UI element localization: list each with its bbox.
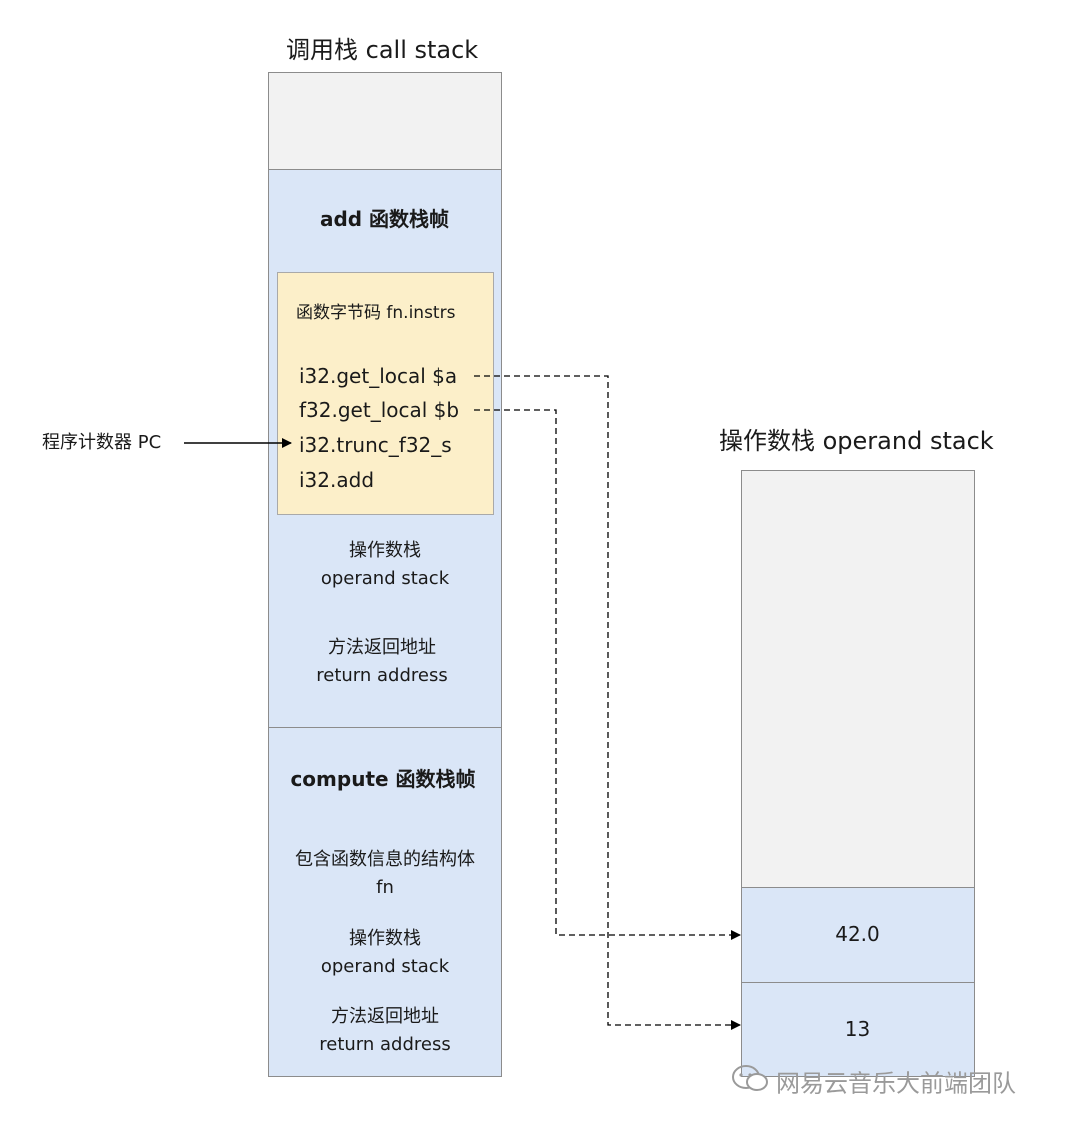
- operand-value-2: 13: [844, 1017, 871, 1041]
- call-stack-empty-area: [268, 72, 502, 170]
- program-counter-label: 程序计数器 PC: [42, 432, 162, 453]
- chat-bubble-icon: [730, 1063, 770, 1099]
- watermark-text: 网易云音乐大前端团队: [776, 1069, 1016, 1098]
- compute-operand-stack-label: 操作数栈 operand stack: [320, 928, 450, 977]
- operand-value-1: 42.0: [835, 922, 880, 946]
- call-stack-title: 调用栈 call stack: [286, 36, 479, 64]
- bytecode-box: 函数字节码 fn.instrs i32.get_local $a f32.get…: [277, 272, 494, 515]
- arrow-get-local-b-to-42: [474, 409, 741, 940]
- add-operand-stack-label: 操作数栈 operand stack: [320, 540, 450, 589]
- add-return-address-label: 方法返回地址 return address: [316, 637, 448, 686]
- instruction-1: i32.get_local $a: [299, 364, 458, 388]
- watermark: 网易云音乐大前端团队: [730, 1063, 1016, 1099]
- fn-struct-label: 包含函数信息的结构体 fn: [295, 849, 475, 898]
- operand-stack-slot-2: 13: [741, 982, 975, 1077]
- arrow-get-local-a-to-13: [474, 375, 741, 1030]
- operand-stack-empty-area: [741, 470, 975, 888]
- operand-stack-slot-1: 42.0: [741, 887, 975, 983]
- add-frame-title: add 函数栈帧: [319, 207, 450, 231]
- instruction-4: i32.add: [299, 468, 375, 492]
- compute-frame: compute 函数栈帧: [268, 727, 502, 1077]
- compute-frame-title: compute 函数栈帧: [290, 767, 476, 791]
- instruction-2: f32.get_local $b: [299, 398, 460, 422]
- instruction-3-current: i32.trunc_f32_s: [299, 433, 452, 457]
- operand-stack-title: 操作数栈 operand stack: [719, 427, 994, 455]
- bytecode-label: 函数字节码 fn.instrs: [296, 303, 456, 323]
- compute-return-address-label: 方法返回地址 return address: [319, 1006, 451, 1055]
